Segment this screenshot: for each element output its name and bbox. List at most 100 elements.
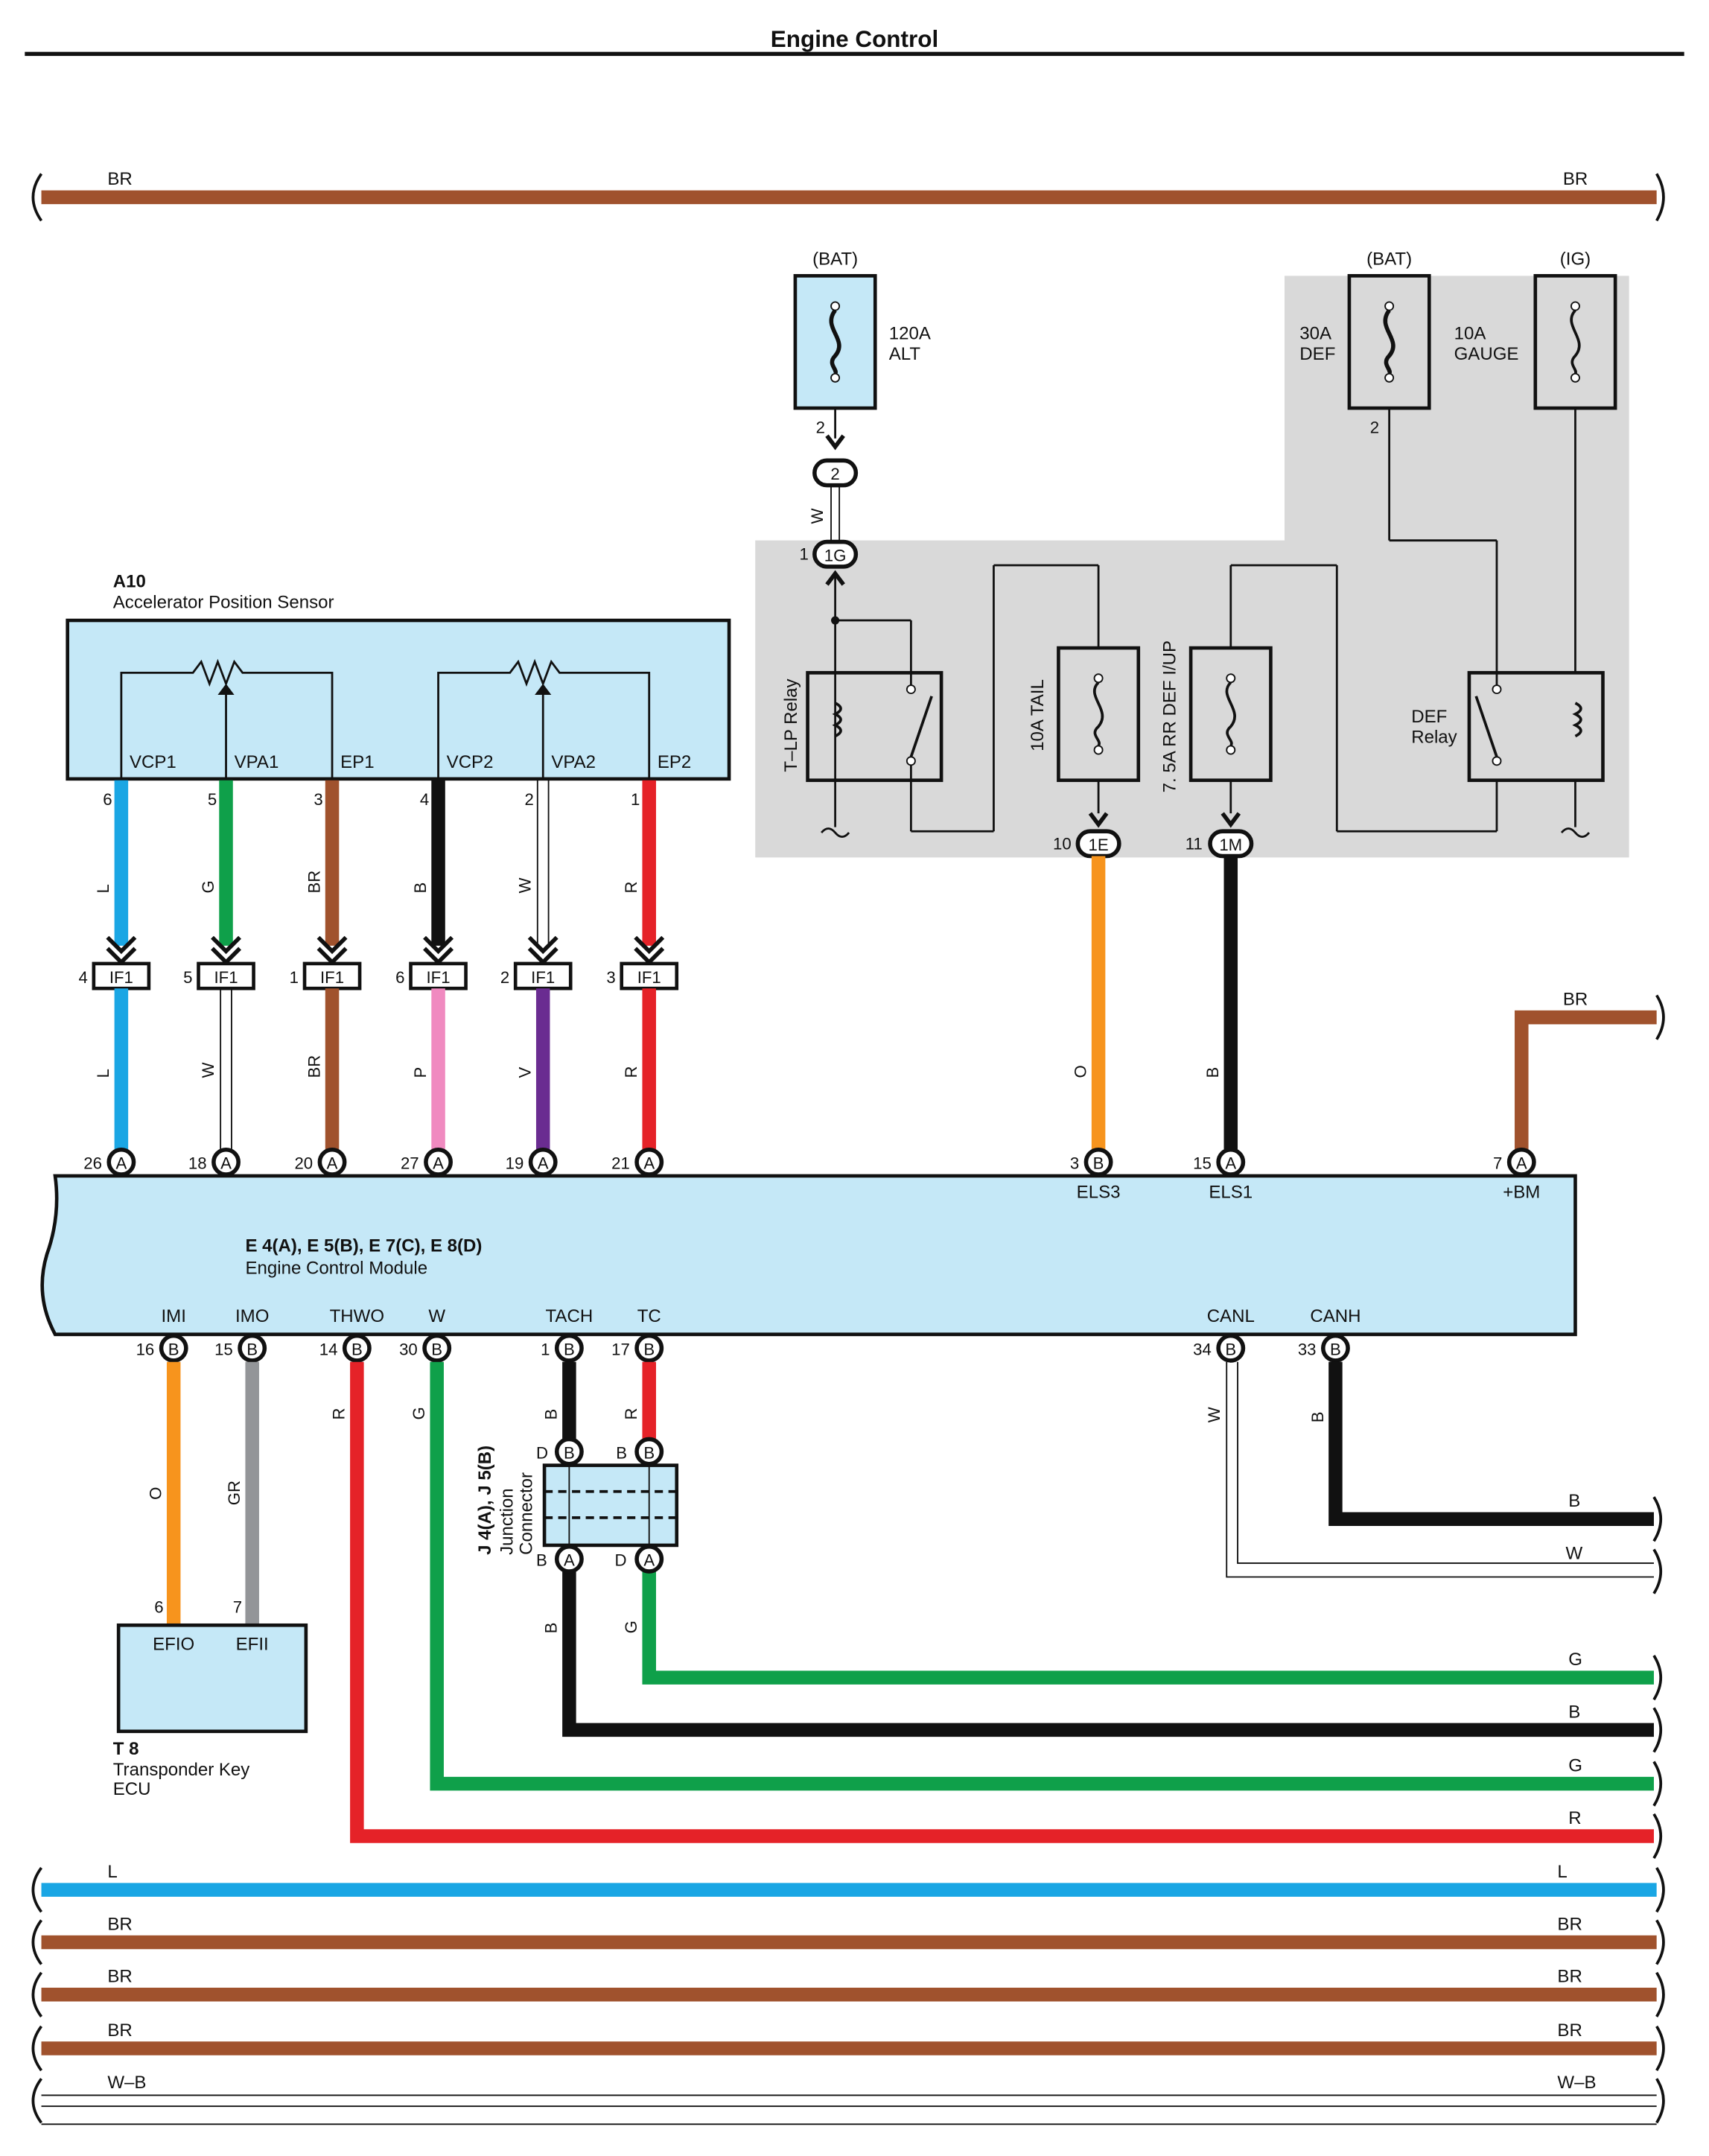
fuse-def-rating: 30A (1299, 323, 1331, 343)
transponder-pin-1-name: EFIO (153, 1635, 194, 1655)
if1-label-2: IF1 (214, 968, 238, 987)
if1-pin-4: 6 (395, 968, 404, 987)
ecm-a-pin-18: A (211, 1147, 241, 1177)
junction-br-conn: A (643, 1551, 655, 1570)
ecm-pin-num-20: 20 (294, 1154, 313, 1173)
sensor-pin-5: 2 (525, 790, 534, 809)
fuse-gauge: 10A GAUGE (1454, 274, 1617, 673)
ecm-codes: E 4(A), E 5(B), E 7(C), E 8(D) (245, 1236, 482, 1256)
conn-1m-pin: 11 (1186, 834, 1203, 853)
bat-label-2: (BAT) (1366, 249, 1412, 270)
sensor-wire2-color-1: L (94, 1069, 112, 1078)
right-jb-label: B (1568, 1702, 1580, 1722)
if1-label-4: IF1 (427, 968, 451, 987)
ecm-a-pin-20-letter: A (327, 1154, 338, 1173)
wire-bm-color: BR (1563, 989, 1588, 1009)
top-bus-right-label: BR (1563, 169, 1588, 189)
bottom-bus-right-label-2: BR (1557, 1914, 1582, 1934)
if1-pin-1: 4 (78, 968, 87, 987)
if1-label-1: IF1 (109, 968, 133, 987)
ecm-top-pin-num-2: 15 (1193, 1154, 1212, 1173)
wire-jg-color: G (622, 1621, 640, 1633)
ecm-bottom-pin-16: B (159, 1333, 188, 1363)
junction-tl-pin: D (536, 1443, 548, 1462)
ecm-bottom-pin-num-6: 17 (611, 1341, 630, 1359)
ecm-bottom-pin-30: B (422, 1333, 452, 1363)
wire-imo-color: GR (225, 1481, 244, 1505)
if1-label-6: IF1 (637, 968, 661, 987)
fuse-tail: 10A TAIL 1E 10 (1028, 646, 1141, 859)
ecm-bottom-terminal-tach: TACH (546, 1306, 593, 1326)
ecm-a-pin-21-letter: A (643, 1154, 655, 1173)
ecm-bottom-pin-num-3: 14 (319, 1341, 338, 1359)
ecm-top-pin-7: A (1506, 1147, 1536, 1177)
conn-1g-label: 1G (824, 546, 847, 565)
fuse-rrdef-label: 7. 5A RR DEF I/UP (1160, 640, 1180, 792)
ecm-bottom-pin-14-letter: B (351, 1341, 363, 1359)
ecm-pin-num-21: 21 (611, 1154, 630, 1173)
page-title: Engine Control (771, 26, 938, 52)
wire-alt-color: W (808, 508, 827, 524)
sensor-pin-2: 5 (208, 790, 217, 809)
conn-2-label: 2 (830, 465, 839, 483)
wire-tc-color: R (622, 1408, 640, 1419)
ecm-pin-num-19: 19 (506, 1154, 524, 1173)
if1-connector-4: IF1 6 (395, 961, 468, 990)
ecm-top-pin-7-letter: A (1516, 1154, 1527, 1173)
ecm-bottom-terminal-w: W (428, 1306, 445, 1326)
right-thwo-label: R (1568, 1808, 1581, 1828)
transponder-pin-1-num: 6 (154, 1598, 163, 1617)
ecm-bottom-pin-14: B (342, 1333, 372, 1363)
if1-label-3: IF1 (320, 968, 344, 987)
def-relay-label-2: Relay (1411, 728, 1457, 748)
conn-1e-pin: 10 (1053, 834, 1072, 853)
sensor-wire2-color-5: V (516, 1067, 535, 1078)
transponder-key-ecu: 6 7 EFIO EFII T 8 Transponder Key ECU (113, 1598, 308, 1799)
bottom-bus-right-label-3: BR (1557, 1967, 1582, 1987)
top-bus-left-label: BR (107, 169, 132, 189)
if1-connector-6: IF1 3 (606, 961, 679, 990)
sensor-terminal-vcp2: VCP2 (447, 752, 494, 772)
ecm-bottom-pin-num-7: 34 (1193, 1341, 1212, 1359)
if1-pin-2: 5 (183, 968, 192, 987)
if1-pin-3: 1 (290, 968, 299, 987)
fuse-def-pin: 2 (1370, 418, 1379, 436)
junction-tl-conn: B (564, 1443, 575, 1462)
ecm-bottom-terminal-imi: IMI (161, 1306, 185, 1326)
if1-chevron-5 (527, 935, 558, 965)
ecm-bottom-pin-34-letter: B (1225, 1341, 1236, 1359)
right-canl-label: W (1566, 1543, 1583, 1563)
sensor-wire-group: 6LIF14LA26VCPA5GIF15WA18VPA3BRIF11BRA20E… (78, 780, 679, 1203)
sensor-wire-upper-5 (536, 780, 550, 946)
ecm-bottom-pin-17: B (634, 1333, 664, 1363)
if1-connector-1: IF1 4 (78, 961, 151, 990)
ecm-top-pin-num-3: 7 (1493, 1154, 1502, 1173)
transponder-pin-2-name: EFII (236, 1635, 269, 1655)
wire-els1-color: B (1203, 1067, 1222, 1078)
tlp-relay-label: T–LP Relay (781, 678, 801, 772)
bottom-bus-left-label-2: BR (107, 1914, 132, 1934)
ecm-bottom-pin-1: B (554, 1333, 584, 1363)
top-br-bus: BR BR (31, 169, 1665, 222)
fuse-def-name: DEF (1299, 344, 1335, 364)
bottom-bus-2: BR BR (31, 1914, 1665, 1965)
ecm-bottom-pin-30-letter: B (431, 1341, 442, 1359)
if1-pin-6: 3 (606, 968, 615, 987)
if1-connector-3: IF1 1 (290, 961, 362, 990)
ecm-bottom-pin-17-letter: B (643, 1341, 655, 1359)
ecm-bottom-terminal-canh: CANH (1310, 1306, 1360, 1326)
bottom-bus-right-label-1: L (1557, 1862, 1567, 1882)
sensor-terminal-vpa1: VPA1 (235, 752, 279, 772)
junction-bl-conn: A (564, 1551, 575, 1570)
right-canh-label: B (1568, 1491, 1580, 1511)
ecm-bottom-terminal-thwo: THWO (330, 1306, 384, 1326)
right-w-label: G (1568, 1755, 1582, 1775)
bottom-bus-left-label-5: W–B (107, 2073, 146, 2093)
transponder-code: T 8 (113, 1739, 139, 1759)
